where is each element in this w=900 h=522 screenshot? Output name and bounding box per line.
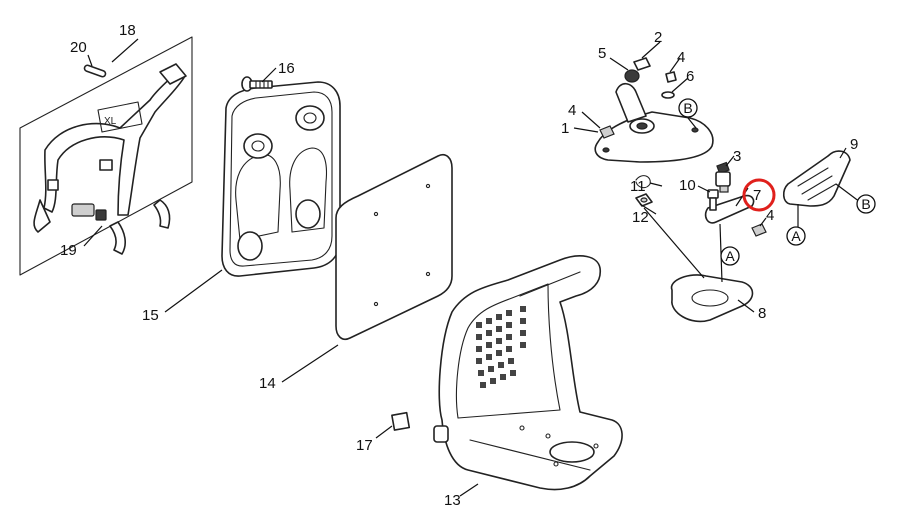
harness-buckle-clip (95, 209, 107, 221)
harness-buckle-top (159, 63, 187, 85)
bracket-base (594, 111, 714, 163)
callout-20: 20 (70, 39, 87, 56)
callout-5: 5 (598, 45, 606, 62)
harness-strap-end-right (153, 199, 171, 229)
svg-text:A: A (791, 228, 801, 244)
svg-text:B: B (683, 100, 692, 116)
callout-13: 13 (444, 492, 461, 509)
part-4-nut-top (665, 71, 677, 83)
part-10-screw (707, 189, 719, 211)
harness-xl-mark: XL (104, 116, 117, 127)
callout-4-left: 4 (568, 102, 576, 119)
marker-a-right: A (786, 226, 806, 246)
seat-base-shell (438, 255, 623, 491)
part-3-stud (715, 161, 731, 193)
bracket-arm (615, 82, 647, 123)
callout-1: 1 (561, 120, 569, 137)
seat-base (433, 255, 623, 491)
part-2-nut (633, 57, 651, 71)
harness-frame-box (19, 36, 193, 276)
backrest-boss-right (295, 105, 325, 131)
callout-19: 19 (60, 242, 77, 259)
callout-2: 2 (654, 29, 662, 46)
backrest-inner (229, 91, 333, 267)
seat-base-mesh (476, 306, 526, 388)
callout-17: 17 (356, 437, 373, 454)
part-4-nut-left (599, 125, 615, 139)
harness-side-clip-left (47, 179, 59, 191)
callout-15: 15 (142, 307, 159, 324)
leader-lines (83, 38, 861, 497)
seat-pad-panel (335, 153, 453, 341)
part-9-footrest (782, 150, 851, 207)
part-20-pin (83, 64, 107, 78)
callout-16: 16 (278, 60, 295, 77)
harness-strap-end-left (33, 199, 51, 233)
seat-base-back-panel (455, 283, 561, 419)
callout-4-right: 4 (766, 207, 774, 224)
backrest-cutout-right (289, 147, 328, 233)
part-5-cap (624, 69, 640, 83)
callout-10: 10 (679, 177, 696, 194)
backrest-foot-left (237, 231, 263, 261)
svg-text:B: B (861, 196, 870, 212)
callout-7: 7 (753, 187, 761, 204)
part-1-bracket (594, 82, 714, 163)
callout-8: 8 (758, 305, 766, 322)
seat-pad (335, 153, 453, 341)
seat-base-center-hole (549, 441, 595, 463)
part-16-bolt (241, 76, 273, 92)
harness-side-clip (99, 159, 113, 171)
part-4-nut-right (751, 223, 767, 237)
callout-14: 14 (259, 375, 276, 392)
harness-straps (43, 69, 186, 216)
harness-assembly: XL (19, 36, 193, 276)
callout-3: 3 (733, 148, 741, 165)
part-8-plate (670, 274, 754, 323)
callout-12: 12 (632, 209, 649, 226)
marker-b-right: B (856, 194, 876, 214)
backrest-boss-left (243, 133, 273, 159)
part-6-washer (661, 91, 675, 99)
marker-b-top: B (678, 98, 698, 118)
backrest (221, 81, 341, 277)
part-11-clip (635, 175, 651, 189)
callout-11: 11 (630, 178, 646, 195)
callout-9: 9 (850, 136, 858, 153)
callout-6: 6 (686, 68, 694, 85)
harness-crotch-buckle (71, 203, 95, 217)
callout-18: 18 (119, 22, 136, 39)
seat-base-tab (433, 425, 449, 443)
svg-text:A: A (725, 248, 735, 264)
callout-4-top: 4 (677, 49, 685, 66)
harness-chest-pad (97, 101, 143, 133)
harness-strap-bottom (109, 221, 127, 255)
marker-a-mid: A (720, 246, 740, 266)
highlight-circle-7 (742, 178, 776, 212)
part-7-plate (704, 194, 755, 224)
part-17-pad (391, 411, 411, 431)
backrest-foot-right (295, 199, 321, 229)
